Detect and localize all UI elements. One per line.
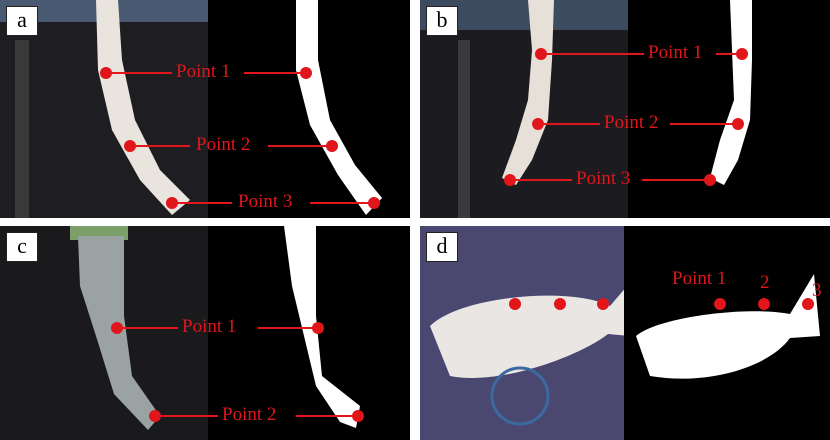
point-3-label: 3 [812, 280, 822, 301]
panel-d: d Point 1 2 3 [420, 226, 830, 440]
callout-lines [510, 53, 742, 181]
support-pole [458, 40, 470, 218]
fish-robot-photo [430, 278, 634, 378]
wheel-photo [490, 366, 550, 426]
soft-arm-mask [296, 0, 382, 215]
point-2-label: Point 2 [222, 404, 277, 425]
panel-a: a Point 1 Point 2 Point 3 [0, 0, 410, 218]
point-1-label: Point 1 [648, 42, 703, 63]
photo-background [420, 0, 628, 218]
point-1-label: Point 1 [176, 61, 231, 82]
mask-background [628, 0, 830, 218]
callout-lines [117, 327, 358, 417]
marker-dots [509, 298, 814, 310]
point-2-label: Point 2 [196, 134, 251, 155]
point-3-label: Point 3 [238, 191, 293, 212]
panel-label-d: d [426, 232, 458, 262]
point-2-label: Point 2 [604, 112, 659, 133]
panel-label-a: a [6, 6, 38, 36]
panel-label-c: c [6, 232, 38, 262]
spring-arm-mask [284, 226, 360, 428]
marker-dots [100, 67, 380, 209]
panel-b: b Point 1 Point 2 Point 3 [420, 0, 830, 218]
marker-dots [111, 322, 364, 422]
point-1-label: Point 1 [672, 268, 727, 289]
soft-arm-photo [96, 0, 190, 215]
support-pole [15, 40, 29, 218]
panel-c-canvas [0, 226, 410, 440]
point-1-label: Point 1 [182, 316, 237, 337]
panel-label-b: b [426, 6, 458, 36]
marker-dots [504, 48, 748, 186]
panel-b-canvas [420, 0, 830, 218]
panel-a-canvas [0, 0, 410, 218]
segmented-arm-photo [502, 0, 554, 185]
panel-c: c Point 1 Point 2 [0, 226, 410, 440]
point-3-label: Point 3 [576, 168, 631, 189]
segmented-arm-mask [710, 0, 752, 185]
fish-robot-mask [636, 274, 820, 379]
callout-lines [106, 72, 374, 204]
panel-d-canvas [420, 226, 830, 440]
point-2-label: 2 [760, 272, 770, 293]
